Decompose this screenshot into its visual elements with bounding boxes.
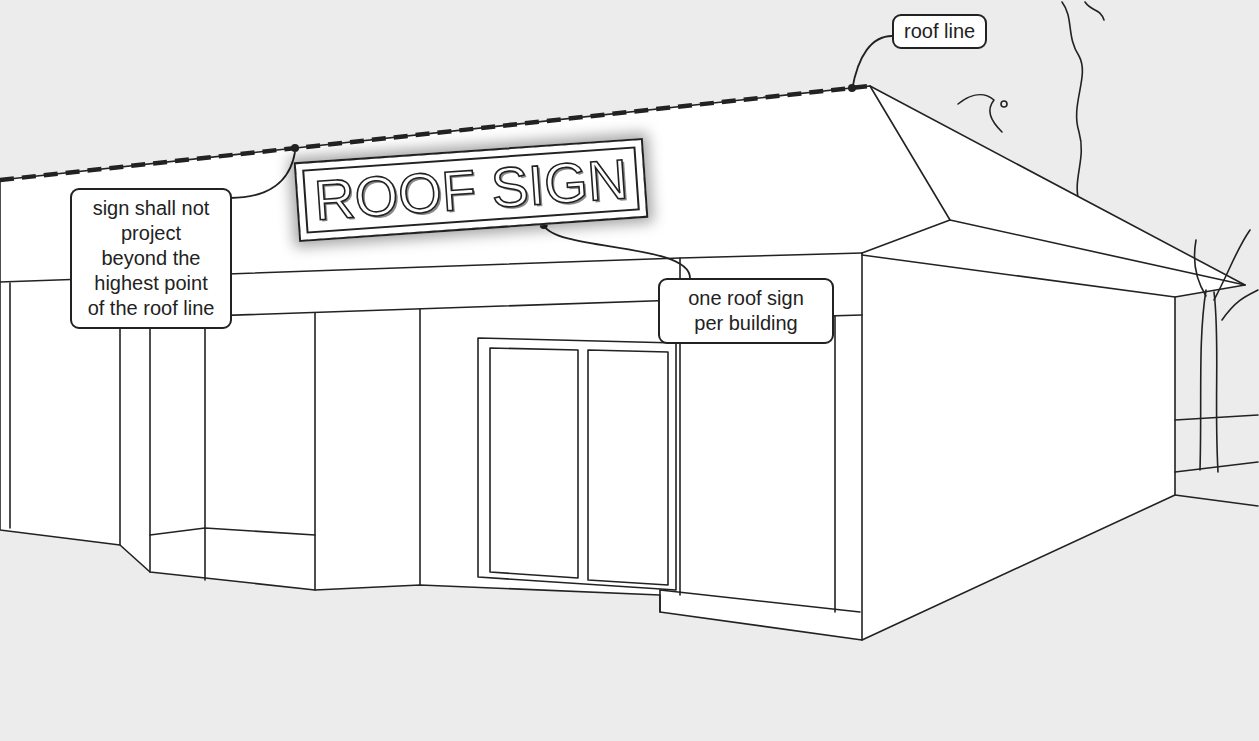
tree-outline	[1085, 2, 1104, 20]
leader-line	[852, 36, 892, 90]
background-line	[1175, 415, 1258, 420]
leader-connector	[540, 221, 690, 278]
door-frame	[478, 338, 676, 590]
wall-edge	[119, 292, 121, 545]
roof-eave	[862, 220, 950, 253]
callout-box: one roof sign per building	[658, 278, 834, 344]
building-body	[0, 86, 1245, 640]
tree-branch	[1214, 230, 1250, 300]
wall-edge	[861, 253, 863, 640]
callout-box: sign shall not project beyond the highes…	[70, 188, 232, 329]
plinth-line	[660, 590, 860, 612]
callout-box: roof line	[892, 14, 987, 49]
door-panel	[490, 348, 578, 578]
background-line	[1175, 462, 1258, 472]
tree-trunk	[1200, 290, 1206, 470]
leader-line	[230, 152, 295, 198]
leader-dot	[848, 84, 856, 92]
tree-dot	[1001, 101, 1007, 107]
plinth-line	[659, 590, 661, 612]
tree-branch	[1222, 290, 1258, 320]
leader-dot	[291, 144, 299, 152]
wall-edge	[149, 318, 151, 572]
leader-line	[544, 225, 690, 278]
tree-outline	[958, 95, 1002, 132]
wall-edge	[314, 313, 316, 590]
wall-edge	[204, 317, 206, 580]
roof-hip	[870, 86, 1245, 285]
callout-text: one roof sign per building	[672, 286, 820, 336]
wall-edge	[834, 316, 836, 612]
roof-sign: ROOF SIGN	[294, 138, 649, 242]
callout-text: sign shall not project beyond the highes…	[86, 196, 216, 321]
wall-edge	[419, 309, 421, 585]
tree-trunk	[1214, 292, 1218, 472]
wall-edge	[9, 283, 11, 528]
side-wall-top	[862, 255, 1175, 297]
sign-text: ROOF SIGN	[312, 151, 629, 229]
tree-outline	[1062, 2, 1082, 205]
plinth-line	[150, 528, 315, 535]
background-line	[1175, 495, 1258, 506]
door-panel	[588, 350, 668, 585]
tree-branch	[1194, 240, 1206, 296]
callout-text: roof line	[904, 19, 975, 44]
